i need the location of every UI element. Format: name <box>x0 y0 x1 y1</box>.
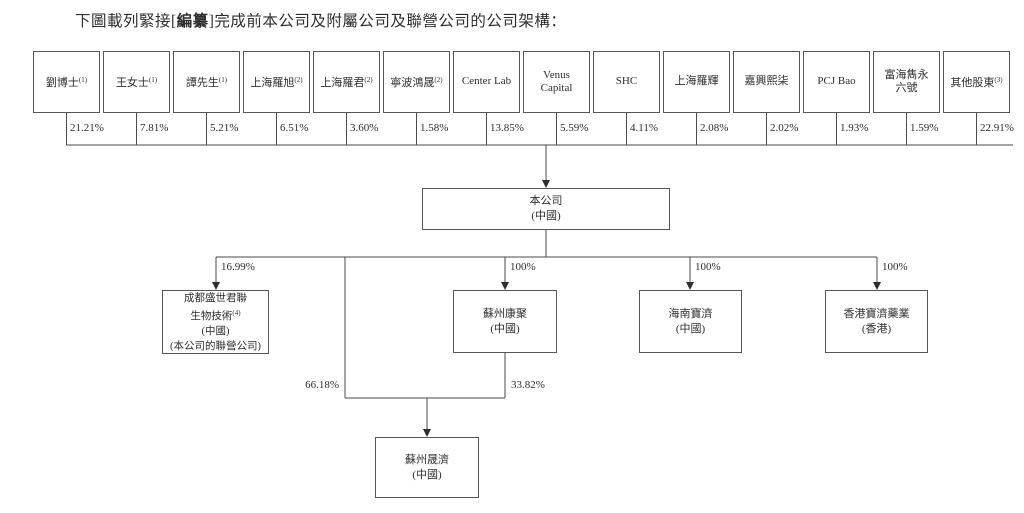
shareholder-box: 劉博士(1) <box>33 51 100 113</box>
shareholder-label: PCJ Bao <box>817 75 855 89</box>
footnote-marker: (2) <box>364 75 373 84</box>
footnote-marker: (2) <box>434 75 443 84</box>
shareholding-percentage: 13.85% <box>490 122 524 134</box>
shareholding-percentage: 5.21% <box>210 122 239 134</box>
ownership-percentage-hainan: 100% <box>695 261 721 273</box>
company-name: 香港寶濟藥業 <box>843 307 910 320</box>
shareholder-box: 其他股東(3) <box>943 51 1010 113</box>
shareholder-label: 寧波鴻晟(2) <box>390 74 442 91</box>
shareholding-percentage: 1.59% <box>910 122 939 134</box>
footnote-marker: (4) <box>232 308 241 317</box>
shareholder-box: PCJ Bao <box>803 51 870 113</box>
shareholder-name: 嘉興熙柒 <box>744 75 789 88</box>
shareholding-percentage: 5.59% <box>560 122 589 134</box>
shareholder-name: 王女士 <box>115 76 149 89</box>
company-relationship: (本公司的聯營公司) <box>170 340 261 352</box>
footnote-marker: (3) <box>994 75 1003 84</box>
subsidiary-box-suzhou-kangju: 蘇州康聚 (中國) <box>453 290 557 353</box>
ownership-percentage-shengji-right: 33.82% <box>511 379 545 391</box>
shareholder-name: 上海羅旭 <box>250 76 295 89</box>
footnote-marker: (1) <box>218 75 228 84</box>
shareholder-label: Venus Capital <box>541 69 573 96</box>
parent-company-name: 本公司 <box>529 195 563 207</box>
shareholding-percentage: 21.21% <box>70 122 104 134</box>
shareholder-box: 嘉興熙柒 <box>733 51 800 113</box>
subsidiary-box-suzhou-shengji: 蘇州晟濟 (中國) <box>375 437 479 498</box>
shareholder-box: 上海羅輝 <box>663 51 730 113</box>
shareholder-name: 寧波鴻晟 <box>390 76 435 89</box>
shareholder-label: 其他股東(3) <box>950 74 1002 91</box>
shareholding-percentage: 4.11% <box>630 122 659 134</box>
shareholder-name: 上海羅君 <box>320 76 365 89</box>
shareholder-box: 譚先生(1) <box>173 51 240 113</box>
ownership-percentage-suzhou-kangju: 100% <box>510 261 536 273</box>
shareholder-label: SHC <box>616 75 637 89</box>
shareholder-name: 富海雋永 六號 <box>884 68 929 95</box>
shareholder-label: 嘉興熙柒 <box>745 75 789 89</box>
shareholder-label: 劉博士(1) <box>46 74 87 91</box>
shareholding-percentage: 7.81% <box>140 122 169 134</box>
shareholder-box: 上海羅旭(2) <box>243 51 310 113</box>
shareholder-label: 上海羅君(2) <box>320 74 372 91</box>
company-jurisdiction: (中國) <box>675 322 706 335</box>
footnote-marker: (1) <box>78 75 88 84</box>
shareholding-percentage: 2.08% <box>700 122 729 134</box>
shareholder-name: PCJ Bao <box>817 75 856 88</box>
shareholding-percentage: 6.51% <box>280 122 309 134</box>
company-name-text: 生物技術 <box>190 310 233 322</box>
caption: 下圖載列緊接[編纂]完成前本公司及附屬公司及聯營公司的公司架構： <box>75 9 566 31</box>
shareholder-label: 王女士(1) <box>116 74 157 91</box>
company-name: 蘇州康聚 <box>483 307 527 320</box>
shareholding-percentage: 1.93% <box>840 122 869 134</box>
shareholder-label: 譚先生(1) <box>186 74 227 91</box>
shareholder-name: Center Lab <box>461 75 512 88</box>
shareholder-label: 富海雋永 六號 <box>885 69 929 96</box>
shareholder-label: 上海羅輝 <box>675 75 719 89</box>
shareholding-percentage: 1.58% <box>420 122 449 134</box>
shareholder-label: 上海羅旭(2) <box>250 74 302 91</box>
company-jurisdiction: (中國) <box>201 325 230 337</box>
footnote-marker: (1) <box>148 75 158 84</box>
caption-suffix: ]完成前本公司及附屬公司及聯營公司的公司架構： <box>208 13 567 30</box>
subsidiary-box-hongkong: 香港寶濟藥業 (香港) <box>825 290 928 353</box>
ownership-percentage-chengdu: 16.99% <box>221 261 255 273</box>
parent-company-box: 本公司 (中國) <box>422 188 670 230</box>
shareholder-box: 富海雋永 六號 <box>873 51 940 113</box>
shareholder-name: SHC <box>615 75 638 88</box>
shareholder-box: 上海羅君(2) <box>313 51 380 113</box>
company-name-line2: 生物技術(4) <box>190 306 240 324</box>
shareholder-name: Venus Capital <box>540 68 573 95</box>
shareholding-percentage: 3.60% <box>350 122 379 134</box>
shareholder-box: SHC <box>593 51 660 113</box>
caption-redacted: 編纂 <box>176 13 209 30</box>
shareholding-percentage: 2.02% <box>770 122 799 134</box>
company-name: 蘇州晟濟 <box>405 453 449 466</box>
shareholder-box: 寧波鴻晟(2) <box>383 51 450 113</box>
company-jurisdiction: (中國) <box>412 468 442 481</box>
shareholder-box: Venus Capital <box>523 51 590 113</box>
shareholding-percentage: 22.91% <box>980 122 1014 134</box>
shareholder-label: Center Lab <box>462 75 511 89</box>
company-jurisdiction: (香港) <box>861 322 892 335</box>
parent-company-jurisdiction: (中國) <box>531 210 561 222</box>
company-name: 海南寶濟 <box>668 307 713 320</box>
company-jurisdiction: (中國) <box>490 322 520 335</box>
ownership-percentage-shengji-left: 66.18% <box>305 379 339 391</box>
shareholder-box: Center Lab <box>453 51 520 113</box>
company-name: 成都盛世君聯 <box>184 292 247 304</box>
shareholder-name: 劉博士 <box>45 76 79 89</box>
associate-company-box-chengdu: 成都盛世君聯 生物技術(4) (中國) (本公司的聯營公司) <box>162 290 269 354</box>
ownership-percentage-hongkong: 100% <box>882 261 908 273</box>
shareholder-name: 上海羅輝 <box>674 75 719 88</box>
shareholder-name: 其他股東 <box>950 76 995 89</box>
footnote-marker: (2) <box>294 75 303 84</box>
caption-prefix: 下圖載列緊接[ <box>75 13 177 30</box>
shareholder-name: 譚先生 <box>185 76 219 89</box>
shareholder-box: 王女士(1) <box>103 51 170 113</box>
subsidiary-box-hainan: 海南寶濟 (中國) <box>639 290 742 353</box>
